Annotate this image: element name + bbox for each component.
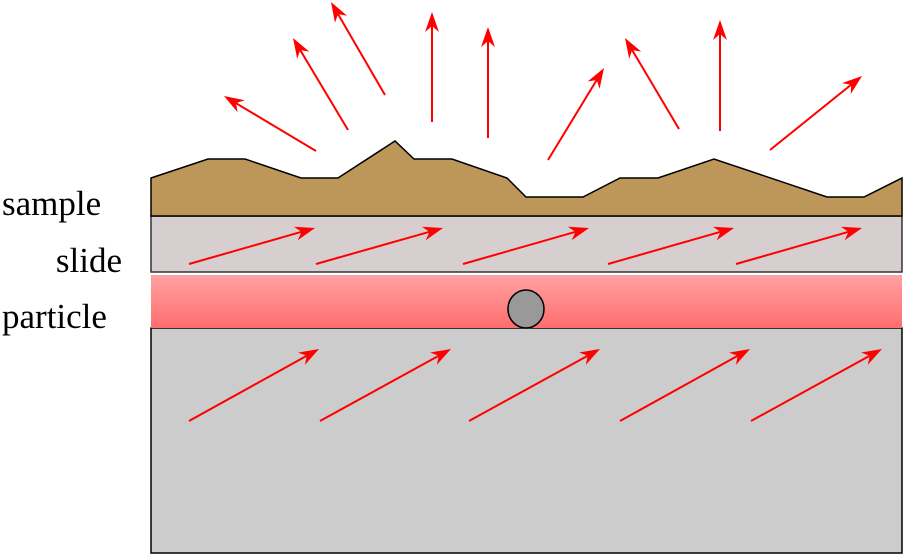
incident-arrow: [319, 349, 451, 422]
arrowhead-icon: [293, 226, 315, 241]
arrowhead-icon: [481, 27, 495, 47]
arrowhead-icon: [224, 96, 245, 113]
arrowhead-icon: [293, 38, 310, 59]
incident-arrow: [188, 349, 319, 422]
arrowhead-icon: [587, 68, 604, 89]
emitted-arrow: [293, 38, 349, 131]
arrowhead-icon: [729, 349, 750, 365]
slide-arrow: [607, 226, 734, 265]
slide-arrow: [462, 226, 589, 265]
emitted-arrow: [547, 68, 604, 161]
emitted-arrow: [481, 27, 495, 138]
sample-layer: [150, 140, 903, 217]
label-particle: particle: [2, 297, 107, 336]
arrowhead-icon: [298, 349, 319, 365]
emitted-arrow: [713, 20, 727, 131]
arrowhead-icon: [567, 226, 589, 241]
emitted-arrow: [425, 12, 439, 122]
label-slide: slide: [56, 241, 122, 280]
slide-arrow: [315, 226, 443, 265]
arrowhead-icon: [331, 2, 348, 23]
emitted-arrow: [625, 38, 680, 130]
arrowhead-icon: [712, 226, 734, 241]
incident-arrow: [468, 349, 600, 422]
slide-arrow: [188, 226, 315, 265]
slide-layer: [150, 215, 903, 273]
arrowhead-icon: [430, 349, 451, 365]
label-sample: sample: [2, 184, 101, 223]
arrowhead-icon: [842, 76, 862, 94]
incident-arrow: [619, 349, 750, 422]
emitted-arrow: [224, 96, 317, 152]
arrowhead-icon: [421, 226, 443, 241]
arrowhead-icon: [425, 12, 439, 32]
emitted-arrow: [769, 76, 862, 151]
arrowhead-icon: [713, 20, 727, 40]
slide-arrow: [735, 226, 862, 265]
incident-arrow: [750, 349, 882, 422]
substrate: [150, 327, 903, 554]
arrowhead-icon: [625, 38, 642, 59]
arrowhead-icon: [861, 349, 882, 365]
arrowhead-icon: [579, 349, 600, 365]
arrowhead-icon: [840, 226, 862, 241]
emitted-arrow: [331, 2, 386, 96]
particle: [507, 289, 545, 329]
